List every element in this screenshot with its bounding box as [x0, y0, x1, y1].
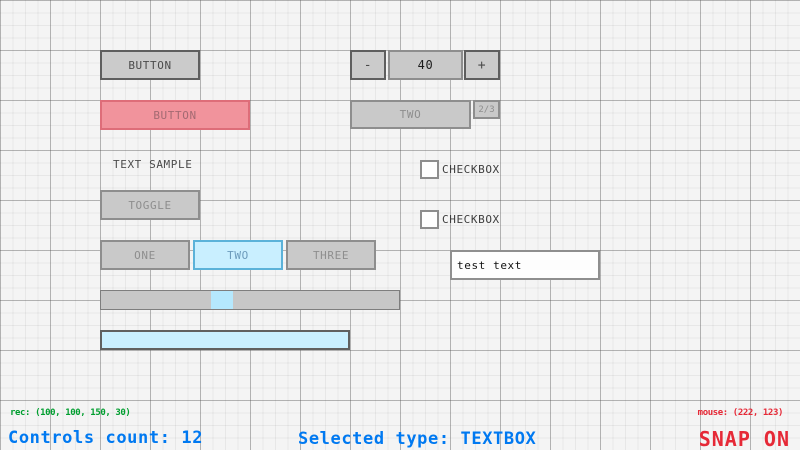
checkbox-2[interactable] — [420, 210, 439, 229]
slider-bar[interactable] — [100, 290, 400, 310]
spinner-minus-button[interactable]: - — [350, 50, 386, 80]
button-normal[interactable]: BUTTON — [100, 50, 200, 80]
selected-type-readout: Selected type: TEXTBOX — [298, 429, 537, 449]
progress-bar[interactable] — [100, 330, 350, 350]
checkbox-1[interactable] — [420, 160, 439, 179]
spinner-value[interactable]: 40 — [388, 50, 463, 80]
checkbox-row-2: CHECKBOX — [420, 210, 500, 229]
mouse-position-readout: mouse: (222, 123) — [697, 408, 784, 418]
checkbox-row-1: CHECKBOX — [420, 160, 500, 179]
text-sample-label: TEXT SAMPLE — [113, 157, 193, 171]
checkbox-1-label: CHECKBOX — [442, 163, 500, 176]
checkbox-2-label: CHECKBOX — [442, 213, 500, 226]
selected-rect-readout: rec: (100, 100, 150, 30) — [10, 408, 131, 418]
slider-handle[interactable] — [211, 291, 233, 309]
textbox-input[interactable]: test text — [450, 250, 600, 280]
snap-mode-indicator: SNAP ON — [698, 427, 790, 450]
toggle-group-item-one[interactable]: ONE — [100, 240, 190, 270]
spinner-plus-button[interactable]: + — [464, 50, 500, 80]
controls-count-readout: Controls count: 12 — [8, 428, 204, 448]
combobox-main[interactable]: TWO — [350, 100, 471, 129]
toggle-group-item-three[interactable]: THREE — [286, 240, 376, 270]
button-selected[interactable]: BUTTON — [100, 100, 250, 130]
toggle-group-item-two-active[interactable]: TWO — [193, 240, 283, 270]
toggle-button[interactable]: TOGGLE — [100, 190, 200, 220]
combobox-counter[interactable]: 2/3 — [473, 100, 500, 119]
